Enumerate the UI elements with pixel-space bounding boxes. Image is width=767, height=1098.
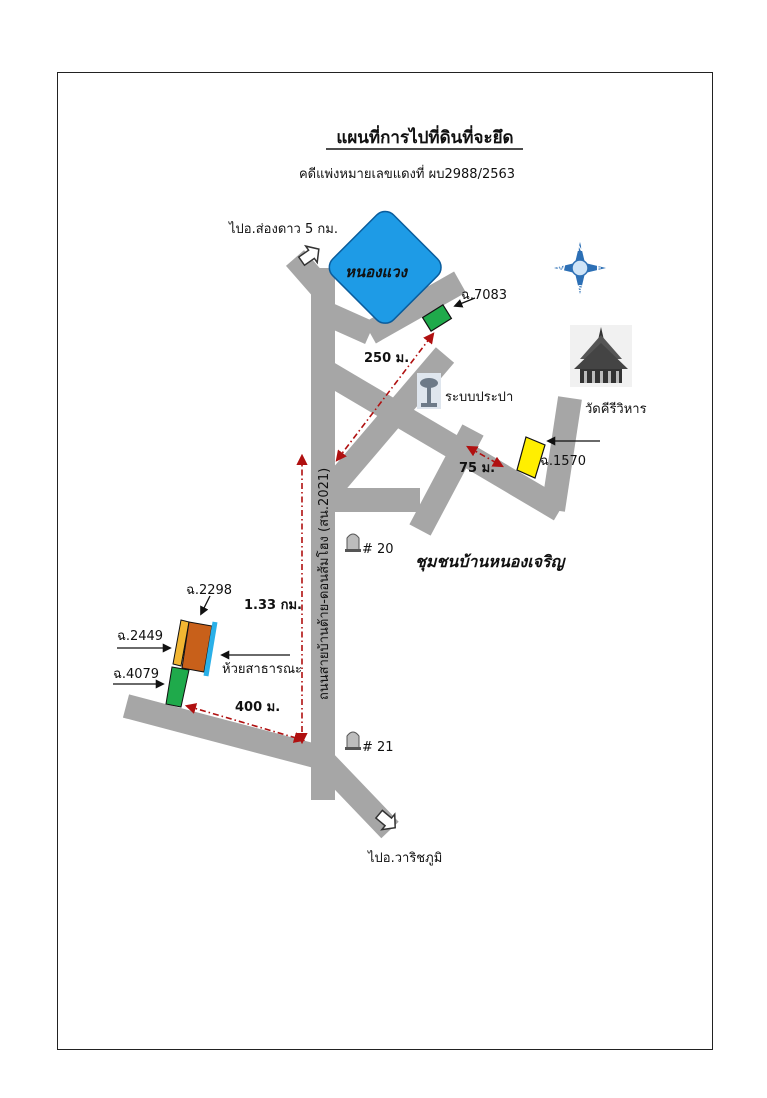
stream xyxy=(203,621,218,677)
pointer-2298 xyxy=(200,595,211,616)
distance-line-75 xyxy=(466,445,504,468)
label-distance-75: 75 ม. xyxy=(459,461,495,476)
parcel-2298 xyxy=(181,621,213,673)
label-water-system: ระบบประปา xyxy=(445,390,513,405)
label-main-road: ถนนสายบ้านต้าย-ดอนส้มโฮง (สน.2021) xyxy=(316,468,332,700)
label-parcel-2298: ฉ.2298 xyxy=(186,583,232,598)
road-lake-diagonal xyxy=(364,271,466,344)
road-community xyxy=(409,424,484,536)
km-marker-21-icon xyxy=(345,731,361,750)
map-frame xyxy=(57,72,713,1050)
parcel-2449 xyxy=(172,619,190,667)
label-parcel-2449: ฉ.2449 xyxy=(117,629,163,644)
label-distance-133: 1.33 กม. xyxy=(244,598,302,613)
label-parcel-1570: ฉ.1570 xyxy=(540,454,586,469)
label-distance-250: 250 ม. xyxy=(364,351,409,366)
label-km-21: # 21 xyxy=(362,740,394,755)
label-to-waritchaphum: ไปอ.วาริชภูมิ xyxy=(367,850,442,866)
page-title: แผนที่การไปที่ดินที่จะยึด xyxy=(336,125,513,148)
arrow-north-icon xyxy=(297,244,320,267)
page-subtitle: คดีแพ่งหมายเลขแดงที่ ผบ2988/2563 xyxy=(299,165,515,182)
parcel-7083 xyxy=(421,304,453,332)
km-marker-20-icon xyxy=(345,533,361,552)
label-distance-400: 400 ม. xyxy=(235,700,280,715)
road-lake-north xyxy=(318,301,375,344)
label-parcel-7083: ฉ.7083 xyxy=(461,288,507,303)
distance-lines xyxy=(184,332,504,745)
compass-icon: N S E W xyxy=(554,242,606,294)
label-stream: ห้วยสาธารณะ xyxy=(222,662,302,677)
label-community: ชุมชนบ้านหนองเจริญ xyxy=(415,552,567,572)
label-to-song-dao: ไปอ.ส่องดาว 5 กม. xyxy=(228,221,338,237)
lake-label: หนองแวง xyxy=(345,263,409,281)
label-parcel-4079: ฉ.4079 xyxy=(113,667,159,682)
svg-text:W: W xyxy=(557,264,566,273)
label-temple: วัดคีรีวิหาร xyxy=(585,401,647,417)
road-north-spur xyxy=(285,250,333,298)
pointer-7083 xyxy=(453,297,476,308)
arrow-south-icon xyxy=(374,809,396,831)
water-tower-icon xyxy=(417,373,441,409)
svg-text:N: N xyxy=(577,244,584,253)
road-west-branch xyxy=(122,694,327,770)
svg-text:S: S xyxy=(577,284,583,293)
parcel-1570 xyxy=(516,436,546,479)
parcel-4079 xyxy=(165,666,190,708)
temple-icon xyxy=(570,325,632,387)
road-temple xyxy=(541,396,582,512)
lake-nong-waeng: หนองแวง xyxy=(328,210,442,324)
svg-text:E: E xyxy=(596,264,601,273)
label-km-20: # 20 xyxy=(362,542,394,557)
